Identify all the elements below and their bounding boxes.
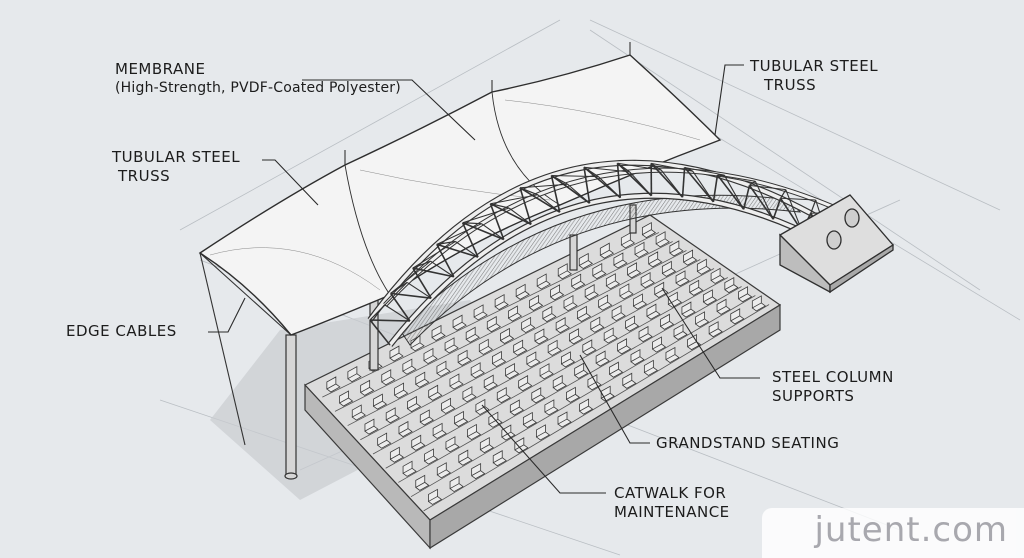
label-truss-right-line2: TRUSS xyxy=(764,76,817,94)
tubular-steel-truss xyxy=(367,159,847,347)
concrete-abutment xyxy=(778,194,894,294)
label-columns-line1: STEEL COLUMN xyxy=(772,368,894,386)
label-grandstand-seating: GRANDSTAND SEATING xyxy=(656,434,839,453)
edge-cables xyxy=(199,42,631,446)
label-truss-left-line2: TRUSS xyxy=(118,167,171,185)
label-membrane-detail: (High-Strength, PVDF-Coated Polyester) xyxy=(115,80,401,96)
label-edge-cables: EDGE CABLES xyxy=(66,322,177,341)
label-catwalk-line1: CATWALK FOR xyxy=(614,484,727,502)
label-tubular-steel-truss-left: TUBULAR STEEL TRUSS xyxy=(112,148,240,186)
watermark-text: jutent.com xyxy=(814,510,1008,550)
leader-lines xyxy=(208,64,760,494)
label-columns-line2: SUPPORTS xyxy=(772,387,855,405)
label-catwalk-line2: MAINTENANCE xyxy=(614,503,730,521)
label-steel-column-supports: STEEL COLUMN SUPPORTS xyxy=(772,368,894,406)
watermark: jutent.com xyxy=(762,508,1024,558)
label-catwalk: CATWALK FOR MAINTENANCE xyxy=(614,484,730,522)
label-tubular-steel-truss-right: TUBULAR STEEL TRUSS xyxy=(750,57,878,95)
label-edge-cables-text: EDGE CABLES xyxy=(66,322,177,340)
membrane-roof xyxy=(198,54,722,336)
label-truss-right-line1: TUBULAR STEEL xyxy=(750,57,879,75)
label-truss-left-line1: TUBULAR STEEL xyxy=(112,148,241,166)
catwalk-mesh xyxy=(399,194,802,346)
label-seating-text: GRANDSTAND SEATING xyxy=(656,434,840,452)
label-membrane: MEMBRANE (High-Strength, PVDF-Coated Pol… xyxy=(115,60,401,98)
label-membrane-title: MEMBRANE xyxy=(115,60,206,78)
